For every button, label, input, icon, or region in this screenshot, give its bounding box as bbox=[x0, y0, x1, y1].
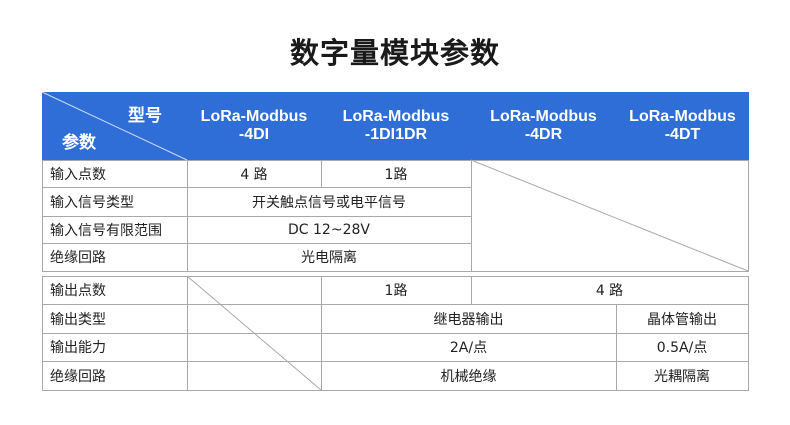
cell-output-type-relay: 继电器输出 bbox=[433, 311, 504, 328]
model-name-line1: LoRa-Modbus bbox=[490, 108, 597, 125]
row-label-output-isolation: 绝缘回路 bbox=[50, 368, 106, 385]
row-label-input-isolation: 绝缘回路 bbox=[50, 250, 106, 266]
row-label-input-signal-type: 输入信号类型 bbox=[50, 194, 134, 211]
row-label-output-capacity: 输出能力 bbox=[50, 340, 106, 356]
corner-param-label: 参数 bbox=[62, 133, 96, 153]
model-name-line2: -4DI bbox=[238, 126, 270, 143]
model-name-line1: LoRa-Modbus bbox=[629, 108, 736, 125]
row-label-output-points: 输出点数 bbox=[50, 283, 106, 299]
row-label-output-type: 输出类型 bbox=[50, 311, 106, 328]
header-model-4di: LoRa-Modbus -4DI bbox=[187, 92, 321, 160]
cell-input-signal-type: 开关触点信号或电平信号 bbox=[252, 194, 406, 211]
model-name-line2: -4DT bbox=[664, 126, 701, 143]
header-model-1di1dr: LoRa-Modbus -1DI1DR bbox=[321, 92, 471, 160]
page-title: 数字量模块参数 bbox=[289, 36, 500, 70]
cell-output-isolation-relay: 机械绝缘 bbox=[440, 368, 497, 385]
cell-input-points-4di: 4 路 bbox=[240, 166, 268, 183]
cell-output-capacity-relay: 2A/点 bbox=[449, 340, 488, 356]
model-name-line2: -1DI1DR bbox=[364, 126, 428, 143]
cell-output-points-4dr-4dt: 4 路 bbox=[595, 283, 624, 299]
header-model-4dr: LoRa-Modbus -4DR bbox=[471, 92, 616, 160]
corner-model-label: 型号 bbox=[128, 106, 162, 126]
row-label-input-points: 输入点数 bbox=[50, 166, 106, 183]
model-name-line1: LoRa-Modbus bbox=[342, 108, 450, 125]
row-label-input-signal-range: 输入信号有限范围 bbox=[50, 222, 162, 239]
cell-output-capacity-transistor: 0.5A/点 bbox=[656, 340, 708, 356]
cell-output-isolation-transistor: 光耦隔离 bbox=[654, 368, 710, 385]
model-name-line1: LoRa-Modbus bbox=[200, 108, 308, 125]
model-name-line2: -4DR bbox=[524, 126, 563, 143]
cell-input-points-1di1dr: 1路 bbox=[384, 166, 408, 183]
cell-input-signal-range: DC 12~28V bbox=[288, 221, 370, 238]
cell-output-points-1di1dr: 1路 bbox=[384, 283, 408, 299]
header-model-4dt: LoRa-Modbus -4DT bbox=[616, 92, 749, 160]
cell-input-isolation: 光电隔离 bbox=[301, 250, 357, 266]
cell-output-type-transistor: 晶体管输出 bbox=[647, 311, 717, 328]
input-empty-diagonal bbox=[470, 159, 749, 272]
